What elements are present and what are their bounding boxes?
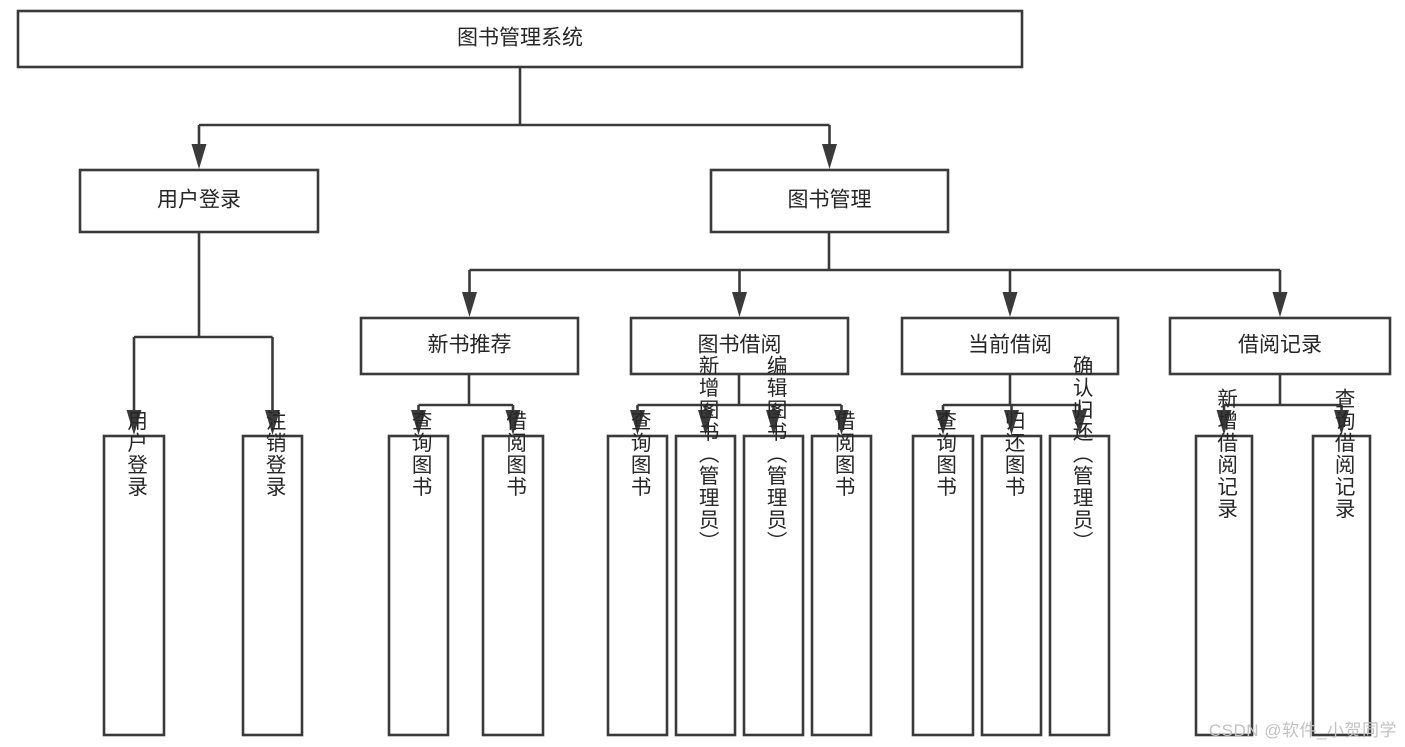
connector-group-l2-new-book-rec bbox=[411, 374, 521, 435]
node-leaf-bb-borrow-book[interactable]: 借阅图书 bbox=[810, 410, 873, 737]
node-label-leaf-cb-query-book: 查询图书 bbox=[933, 410, 957, 498]
connector-group-root bbox=[191, 67, 837, 169]
node-label-leaf-bb-borrow-book: 借阅图书 bbox=[831, 410, 855, 498]
node-box-leaf-logout[interactable] bbox=[241, 434, 304, 737]
arrow-head-icon bbox=[126, 410, 142, 435]
node-label-leaf-rec-borrow-book: 借阅图书 bbox=[503, 410, 527, 498]
node-box-leaf-bb-add-book[interactable] bbox=[674, 434, 737, 737]
node-label-leaf-cb-confirm-return: 确认归还（管理员） bbox=[1069, 355, 1093, 553]
node-l2-new-book-rec[interactable]: 新书推荐 bbox=[359, 316, 580, 376]
arrow-head-icon bbox=[1334, 410, 1349, 435]
arrow-head-icon bbox=[732, 292, 747, 317]
node-box-leaf-rec-borrow-book[interactable] bbox=[481, 434, 545, 737]
arrow-head-icon bbox=[834, 410, 849, 435]
node-leaf-cb-return-book[interactable]: 归还图书 bbox=[980, 410, 1043, 737]
node-leaf-bb-add-book[interactable]: 新增图书（管理员） bbox=[674, 355, 737, 737]
arrow-head-icon bbox=[1002, 292, 1018, 317]
connector-group-l1-book-manage bbox=[462, 232, 1288, 317]
node-label-leaf-rec-query-book: 查询图书 bbox=[408, 410, 432, 498]
node-box-leaf-bb-edit-book[interactable] bbox=[742, 434, 805, 737]
arrow-head-icon bbox=[505, 410, 521, 435]
node-label-leaf-user-login: 用户登录 bbox=[124, 410, 148, 498]
arrow-head-icon bbox=[630, 410, 645, 435]
node-box-l2-book-borrow[interactable] bbox=[629, 316, 850, 376]
arrow-head-icon bbox=[462, 292, 477, 317]
node-leaf-br-query-record[interactable]: 查询借阅记录 bbox=[1311, 388, 1372, 737]
node-l2-current-borrow[interactable]: 当前借阅 bbox=[900, 316, 1120, 376]
node-label-leaf-cb-return-book: 归还图书 bbox=[1001, 410, 1025, 498]
node-label-leaf-bb-query-book: 查询图书 bbox=[627, 410, 651, 498]
node-box-l2-current-borrow[interactable] bbox=[900, 316, 1120, 376]
arrow-head-icon bbox=[1004, 410, 1019, 435]
node-box-leaf-bb-borrow-book[interactable] bbox=[810, 434, 873, 737]
node-box-leaf-user-login[interactable] bbox=[102, 434, 166, 737]
node-leaf-br-add-record[interactable]: 新增借阅记录 bbox=[1194, 388, 1254, 737]
node-l2-borrow-record[interactable]: 借阅记录 bbox=[1168, 316, 1392, 376]
connector-layer bbox=[126, 67, 1349, 435]
node-label-leaf-br-add-record: 新增借阅记录 bbox=[1214, 388, 1238, 520]
node-leaf-cb-confirm-return[interactable]: 确认归还（管理员） bbox=[1048, 355, 1111, 737]
node-l1-book-manage[interactable]: 图书管理 bbox=[709, 168, 950, 234]
connector-group-l1-user-login bbox=[126, 232, 280, 435]
node-layer: 图书管理系统用户登录图书管理新书推荐图书借阅当前借阅借阅记录用户登录注销登录查询… bbox=[16, 9, 1392, 737]
node-box-l1-user-login[interactable] bbox=[78, 168, 320, 234]
node-leaf-user-login[interactable]: 用户登录 bbox=[102, 410, 166, 737]
node-box-leaf-br-query-record[interactable] bbox=[1311, 434, 1372, 737]
arrow-head-icon bbox=[265, 410, 280, 435]
node-leaf-bb-query-book[interactable]: 查询图书 bbox=[606, 410, 669, 737]
node-box-l1-book-manage[interactable] bbox=[709, 168, 950, 234]
node-box-leaf-rec-query-book[interactable] bbox=[387, 434, 450, 737]
node-box-l2-borrow-record[interactable] bbox=[1168, 316, 1392, 376]
node-label-l2-book-borrow: 图书借阅 bbox=[698, 334, 782, 357]
arrow-head-icon bbox=[822, 144, 837, 169]
node-leaf-rec-borrow-book[interactable]: 借阅图书 bbox=[481, 410, 545, 737]
node-root[interactable]: 图书管理系统 bbox=[16, 9, 1024, 69]
arrow-head-icon bbox=[1272, 292, 1288, 317]
arrow-head-icon bbox=[1216, 410, 1232, 435]
node-leaf-cb-query-book[interactable]: 查询图书 bbox=[911, 410, 975, 737]
node-box-leaf-cb-return-book[interactable] bbox=[980, 434, 1043, 737]
connector-group-l2-current-borrow bbox=[935, 374, 1087, 435]
node-box-root[interactable] bbox=[16, 9, 1024, 69]
arrow-head-icon bbox=[935, 410, 951, 435]
arrow-head-icon bbox=[766, 410, 781, 435]
node-box-leaf-br-add-record[interactable] bbox=[1194, 434, 1254, 737]
node-l2-book-borrow[interactable]: 图书借阅 bbox=[629, 316, 850, 376]
connector-group-l2-book-borrow bbox=[630, 374, 849, 435]
node-label-l2-borrow-record: 借阅记录 bbox=[1238, 334, 1322, 357]
node-box-l2-new-book-rec[interactable] bbox=[359, 316, 580, 376]
node-box-leaf-bb-query-book[interactable] bbox=[606, 434, 669, 737]
node-label-leaf-bb-add-book: 新增图书（管理员） bbox=[695, 355, 719, 553]
node-label-l1-book-manage: 图书管理 bbox=[788, 189, 872, 212]
node-label-l2-current-borrow: 当前借阅 bbox=[968, 334, 1052, 357]
node-label-l2-new-book-rec: 新书推荐 bbox=[428, 334, 512, 357]
node-label-root: 图书管理系统 bbox=[457, 27, 583, 50]
node-label-leaf-bb-edit-book: 编辑图书（管理员） bbox=[763, 355, 787, 553]
node-box-leaf-cb-confirm-return[interactable] bbox=[1048, 434, 1111, 737]
node-label-leaf-br-query-record: 查询借阅记录 bbox=[1331, 388, 1355, 520]
node-l1-user-login[interactable]: 用户登录 bbox=[78, 168, 320, 234]
node-box-leaf-cb-query-book[interactable] bbox=[911, 434, 975, 737]
node-label-l1-user-login: 用户登录 bbox=[157, 189, 241, 212]
node-leaf-rec-query-book[interactable]: 查询图书 bbox=[387, 410, 450, 737]
arrow-head-icon bbox=[411, 410, 426, 435]
node-leaf-bb-edit-book[interactable]: 编辑图书（管理员） bbox=[742, 355, 805, 737]
arrow-head-icon bbox=[1072, 410, 1087, 435]
node-leaf-logout[interactable]: 注销登录 bbox=[241, 410, 304, 737]
arrow-head-icon bbox=[698, 410, 713, 435]
node-label-leaf-logout: 注销登录 bbox=[262, 410, 286, 498]
arrow-head-icon bbox=[191, 144, 207, 169]
connector-group-l2-borrow-record bbox=[1216, 374, 1349, 435]
